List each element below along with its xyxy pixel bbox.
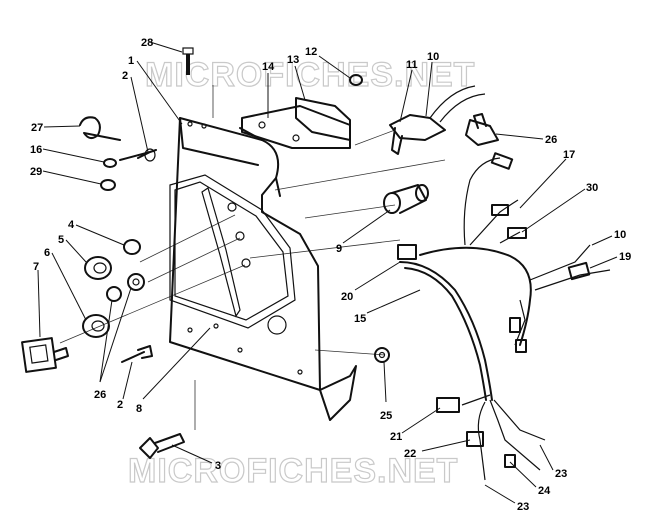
switch-7 xyxy=(21,337,69,373)
callout-20: 20 xyxy=(341,291,353,303)
callout-2-top: 2 xyxy=(122,70,128,82)
callout-22: 22 xyxy=(404,448,416,460)
washer-4 xyxy=(123,239,141,255)
callout-10-right: 10 xyxy=(614,229,626,241)
callout-19: 19 xyxy=(619,251,631,263)
bolt-2 xyxy=(119,148,157,162)
callout-16: 16 xyxy=(30,144,42,156)
nut-29 xyxy=(100,179,116,191)
grommet-25 xyxy=(374,347,390,363)
watermark-top: MICROFICHES.NET xyxy=(145,56,475,94)
wiring-harness xyxy=(397,152,611,481)
callout-10-top: 10 xyxy=(427,51,439,63)
callout-9: 9 xyxy=(336,243,342,255)
callout-29: 29 xyxy=(30,166,42,178)
callout-1: 1 xyxy=(128,55,134,67)
callout-5: 5 xyxy=(58,234,64,246)
callout-13: 13 xyxy=(287,54,299,66)
washer-26-b xyxy=(106,286,122,302)
callout-27: 27 xyxy=(31,122,43,134)
screw-2-lower xyxy=(121,345,153,363)
callout-7: 7 xyxy=(33,261,39,273)
callout-11: 11 xyxy=(406,59,418,71)
bolt-3 xyxy=(139,433,185,459)
callout-labels: 28 1 2 27 16 29 4 5 6 7 26 2 8 3 25 14 1… xyxy=(30,37,631,513)
callout-3: 3 xyxy=(215,460,221,472)
callout-15: 15 xyxy=(354,313,366,325)
callout-21: 21 xyxy=(390,431,402,443)
callout-23-right: 23 xyxy=(555,468,567,480)
screw-28 xyxy=(182,47,194,75)
callout-24: 24 xyxy=(538,485,551,497)
sensor-9 xyxy=(383,184,429,214)
washer-16 xyxy=(103,158,117,168)
mounting-panel xyxy=(169,117,357,421)
callout-28: 28 xyxy=(141,37,153,49)
callout-14: 14 xyxy=(262,61,275,73)
callout-17: 17 xyxy=(563,149,575,161)
watermark-bottom: MICROFICHES.NET xyxy=(128,452,458,490)
callout-8: 8 xyxy=(136,403,142,415)
relay-11 xyxy=(389,85,486,155)
leader-lines xyxy=(37,41,618,504)
grommet-5 xyxy=(84,256,112,280)
plate-14 xyxy=(241,105,351,149)
callout-30: 30 xyxy=(586,182,598,194)
callout-6: 6 xyxy=(44,247,50,259)
washer-26-a xyxy=(127,273,145,291)
callout-2-bottom: 2 xyxy=(117,399,123,411)
callout-23-bottom: 23 xyxy=(517,501,529,513)
clip-27 xyxy=(79,116,121,141)
callout-12: 12 xyxy=(305,46,317,58)
nut-12 xyxy=(349,74,363,86)
callout-26-left: 26 xyxy=(94,389,106,401)
block-13 xyxy=(295,97,351,141)
grommet-6 xyxy=(82,314,110,338)
callout-25: 25 xyxy=(380,410,392,422)
callout-26-right: 26 xyxy=(545,134,557,146)
switch-26 xyxy=(465,113,499,146)
callout-4: 4 xyxy=(68,219,75,231)
